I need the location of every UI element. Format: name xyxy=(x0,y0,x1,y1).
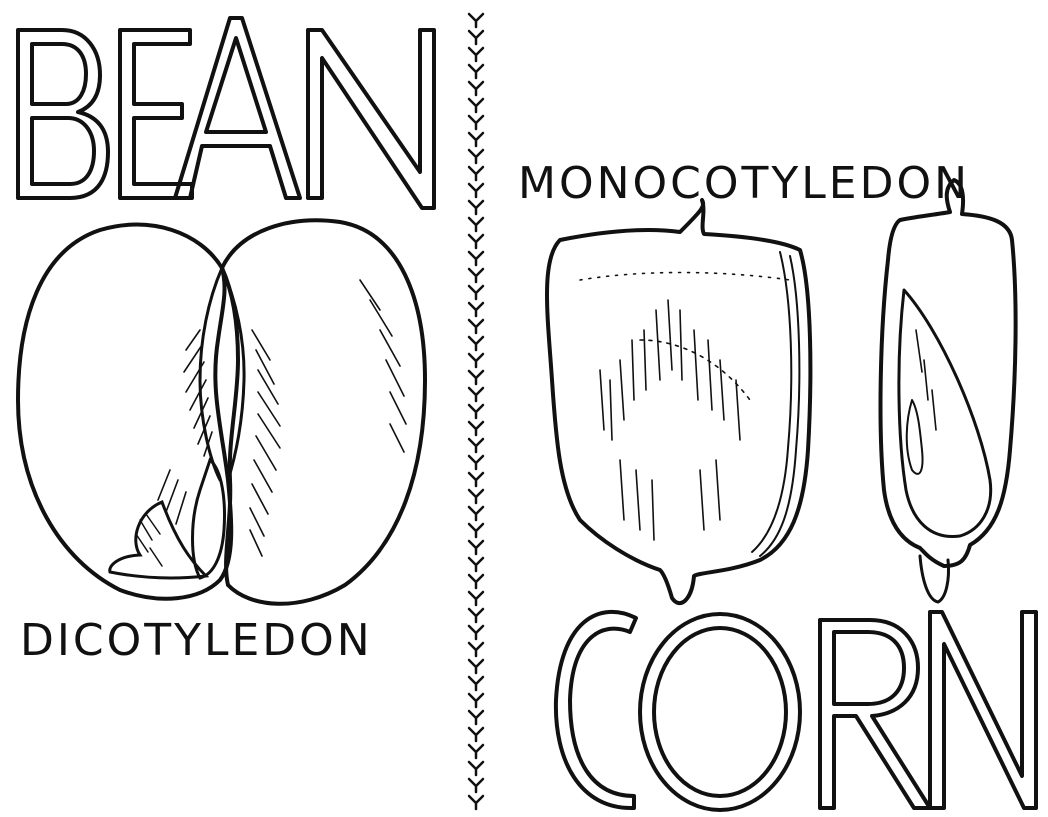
bean-seed-drawing xyxy=(18,220,425,603)
divider-mark xyxy=(469,677,483,690)
divider-mark xyxy=(469,116,483,129)
divider-mark xyxy=(469,473,483,486)
divider-mark xyxy=(469,609,483,622)
divider-mark xyxy=(469,150,483,163)
corn-kernel-side-drawing xyxy=(881,180,1016,602)
divider-mark xyxy=(469,575,483,588)
divider-mark xyxy=(469,456,483,469)
divider-mark xyxy=(469,694,483,707)
divider-mark xyxy=(469,65,483,78)
divider-mark xyxy=(469,286,483,299)
divider-mark xyxy=(469,507,483,520)
divider-mark xyxy=(469,99,483,112)
corn-kernel-front-drawing xyxy=(547,200,810,603)
divider-mark xyxy=(469,184,483,197)
divider-mark xyxy=(469,490,483,503)
divider-mark xyxy=(469,252,483,265)
bean-label-dicotyledon: DICOTYLEDON xyxy=(20,615,373,666)
divider-mark xyxy=(469,558,483,571)
divider-mark xyxy=(469,371,483,384)
divider-mark xyxy=(469,82,483,95)
divider-mark xyxy=(469,31,483,44)
divider-mark xyxy=(469,48,483,61)
divider-mark xyxy=(469,626,483,639)
divider-mark xyxy=(469,524,483,537)
divider-mark xyxy=(469,133,483,146)
divider-mark xyxy=(469,303,483,316)
divider-mark xyxy=(469,320,483,333)
divider-mark xyxy=(469,14,483,27)
corn-label-monocotyledon: MONOCOTYLEDON xyxy=(518,158,970,209)
divider-mark xyxy=(469,167,483,180)
divider-mark xyxy=(469,405,483,418)
divider-mark xyxy=(469,269,483,282)
divider-mark xyxy=(469,422,483,435)
divider-mark xyxy=(469,354,483,367)
divider-mark xyxy=(469,439,483,452)
divider-mark xyxy=(469,337,483,350)
decorative-divider xyxy=(469,14,483,809)
divider-mark xyxy=(469,660,483,673)
divider-mark xyxy=(469,388,483,401)
divider-mark xyxy=(469,201,483,214)
divider-mark xyxy=(469,762,483,775)
corn-title-lettering xyxy=(556,612,1036,810)
divider-mark xyxy=(469,218,483,231)
divider-mark xyxy=(469,779,483,792)
divider-mark xyxy=(469,592,483,605)
divider-mark xyxy=(469,711,483,724)
bean-title-lettering xyxy=(18,18,434,208)
divider-mark xyxy=(469,745,483,758)
divider-mark xyxy=(469,235,483,248)
divider-mark xyxy=(469,728,483,741)
divider-mark xyxy=(469,643,483,656)
divider-mark xyxy=(469,541,483,554)
divider-mark xyxy=(469,796,483,809)
